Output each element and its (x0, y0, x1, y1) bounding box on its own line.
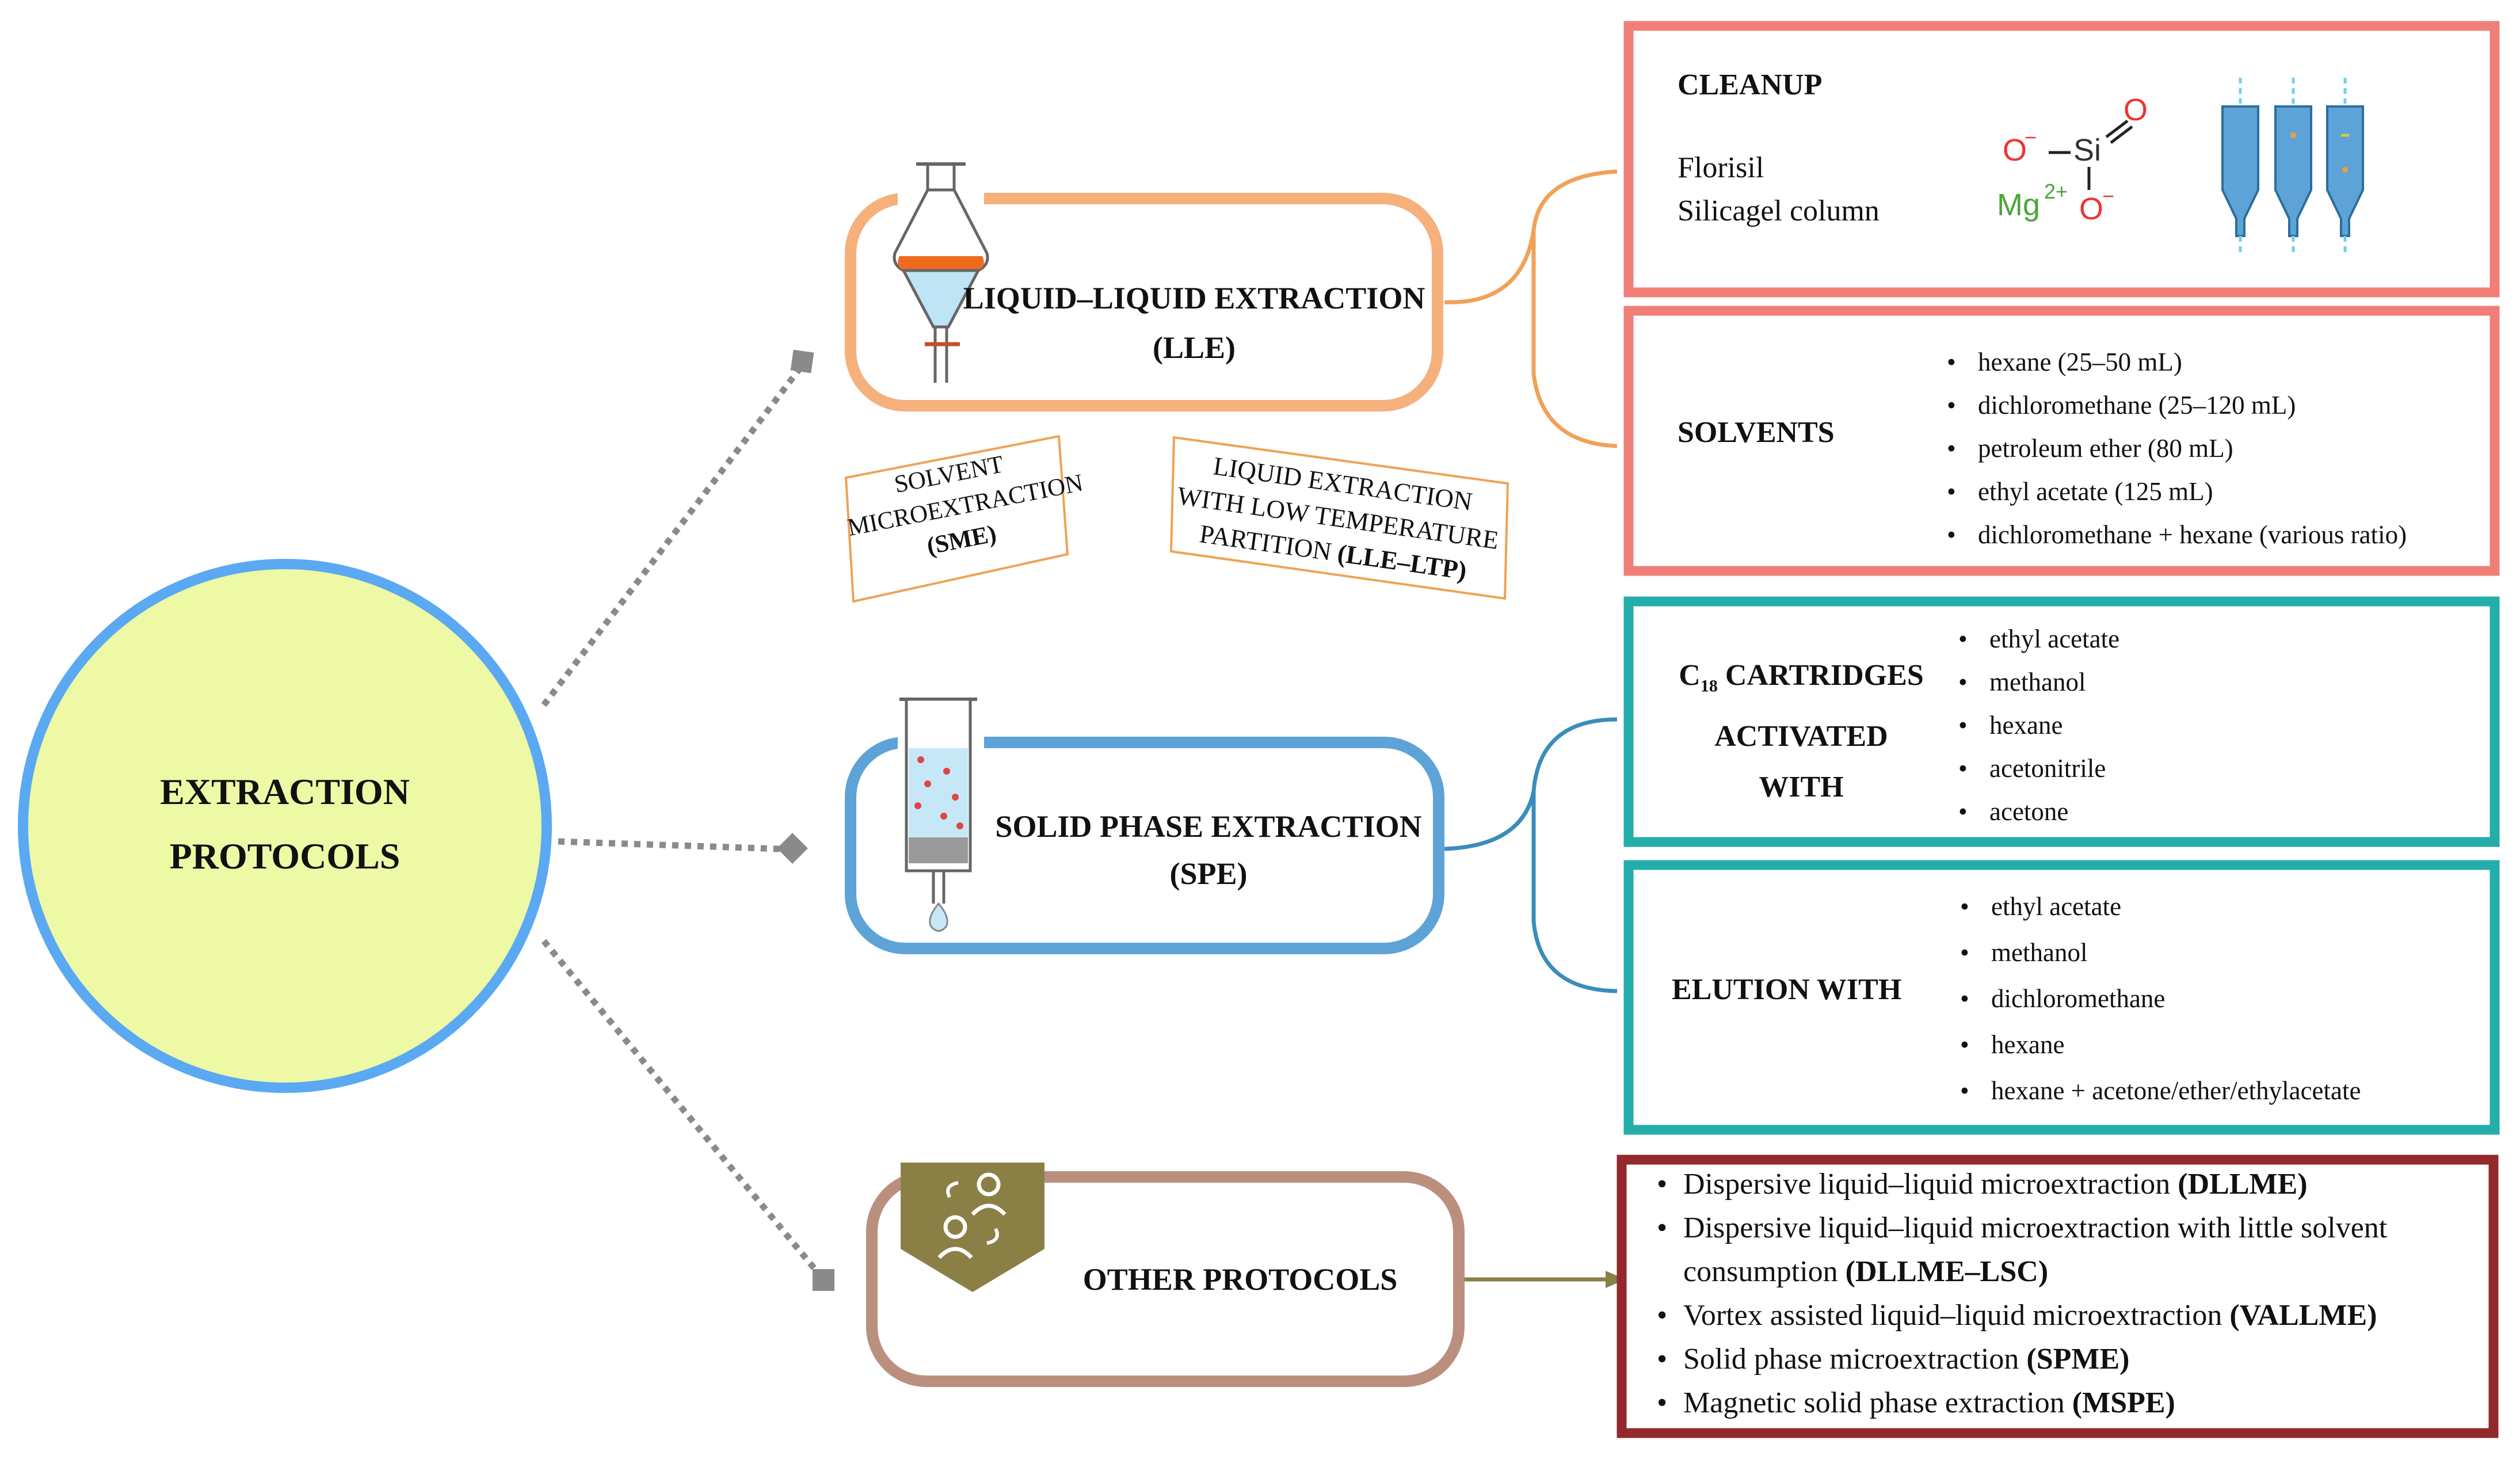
sme-frame (844, 435, 1069, 603)
lle-title: LIQUID–LIQUID EXTRACTION (LLE) (961, 273, 1427, 372)
c18-item: acetonitrile (1954, 747, 2119, 790)
silicon: Si (2073, 133, 2102, 167)
other-item-abbr: (MSPE) (2072, 1386, 2175, 1419)
solvent-item: ethyl acetate (125 mL) (1942, 470, 2407, 513)
lle-title-line1: LIQUID–LIQUID EXTRACTION (963, 281, 1425, 315)
other-item-text: Vortex assisted liquid–liquid microextra… (1683, 1299, 2230, 1332)
other-title: OTHER PROTOCOLS (1053, 1255, 1427, 1304)
elution-item: dichloromethane (1955, 976, 2361, 1022)
center-circle (18, 559, 552, 1093)
center-title-line1: EXTRACTION (160, 771, 410, 812)
c18-item: hexane (1954, 704, 2119, 747)
solvent-item: dichloromethane (25–120 mL) (1942, 384, 2407, 427)
c18-title-line2: ACTIVATED (1714, 720, 1888, 753)
elution-item: hexane (1955, 1022, 2361, 1068)
cleanup-item-florisil: Florisil (1678, 151, 1764, 184)
elution-title: ELUTION WITH (1672, 973, 1902, 1006)
spe-title-line1: SOLID PHASE EXTRACTION (995, 809, 1422, 844)
other-protocol-item: Dispersive liquid–liquid microextraction… (1654, 1206, 2477, 1294)
cleanup-item-silicagel: Silicagel column (1678, 195, 1879, 227)
lle-title-line2: (LLE) (1152, 330, 1236, 365)
other-item-abbr: (VALLME) (2229, 1299, 2377, 1332)
solvent-item: petroleum ether (80 mL) (1942, 427, 2407, 470)
elution-item: ethyl acetate (1955, 883, 2361, 929)
spe-title: SOLID PHASE EXTRACTION (SPE) (978, 803, 1439, 897)
lle-bracket (1444, 169, 1618, 448)
elution-item: methanol (1955, 929, 2361, 976)
solvents-title: SOLVENTS (1678, 416, 1835, 449)
other-item-abbr: (DLLME–LSC) (1845, 1255, 2049, 1288)
oxygen-double: O (2123, 93, 2148, 127)
other-item-text: Dispersive liquid–liquid microextraction (1683, 1168, 2178, 1201)
c18-prefix: C (1679, 659, 1701, 692)
other-protocol-item: Solid phase microextraction (SPME) (1654, 1338, 2477, 1381)
magnesium: Mg (1997, 188, 2041, 222)
c18-item: ethyl acetate (1954, 618, 2119, 661)
other-item-abbr: (DLLME) (2178, 1168, 2308, 1201)
c18-line1: CARTRIDGES (1717, 659, 1924, 692)
other-item-text: Solid phase microextraction (1683, 1343, 2027, 1376)
spe-bracket (1444, 717, 1618, 993)
connector-lle (541, 349, 814, 707)
solvents-list: hexane (25–50 mL) dichloromethane (25–12… (1942, 341, 2407, 557)
oxygen-left-charge: − (2025, 125, 2037, 149)
other-title-label: OTHER PROTOCOLS (1082, 1262, 1398, 1297)
other-item-text: Dispersive liquid–liquid microextraction… (1683, 1211, 2388, 1288)
other-protocol-item: Dispersive liquid–liquid microextraction… (1654, 1163, 2477, 1206)
connector-spe (558, 833, 808, 864)
oxygen-left: O (2003, 133, 2027, 167)
florisil-formula: O O − Si Mg 2+ O − (1997, 86, 2170, 236)
c18-title-line3: WITH (1759, 771, 1844, 804)
c18-list: ethyl acetate methanol hexane acetonitri… (1954, 618, 2119, 833)
florisil-structure (2049, 120, 2133, 190)
c18-subscript: 18 (1700, 676, 1718, 696)
separatory-funnel-icon (893, 162, 989, 383)
magnesium-charge: 2+ (2044, 180, 2068, 203)
c18-title: C18 CARTRIDGES ACTIVATED WITH (1663, 650, 1939, 813)
other-item-text: Magnetic solid phase extraction (1683, 1386, 2072, 1419)
other-protocol-item: Magnetic solid phase extraction (MSPE) (1654, 1381, 2477, 1425)
spe-box (845, 737, 1444, 954)
solvent-item: hexane (25–50 mL) (1942, 341, 2407, 384)
center-title: EXTRACTION PROTOCOLS (35, 760, 535, 889)
elution-list: ethyl acetate methanol dichloromethane h… (1955, 883, 2361, 1114)
lle-ltp-frame (1169, 436, 1509, 600)
other-item-abbr: (SPME) (2026, 1343, 2130, 1376)
lle-box (845, 193, 1443, 412)
other-protocols-list: Dispersive liquid–liquid microextraction… (1654, 1163, 2477, 1425)
oxygen-bottom-charge: − (2102, 184, 2115, 208)
c18-title-line1: C18 CARTRIDGES (1663, 650, 1939, 711)
solvent-item: dichloromethane + hexane (various ratio) (1942, 513, 2407, 557)
spe-title-line2: (SPE) (1169, 856, 1248, 891)
center-title-line2: PROTOCOLS (169, 836, 401, 877)
people-exchange-icon (901, 1163, 1044, 1292)
chromatography-columns-icon (2221, 78, 2364, 253)
elution-item: hexane + acetone/ether/ethylacetate (1955, 1068, 2361, 1114)
oxygen-bottom: O (2079, 192, 2104, 226)
c18-item: acetone (1954, 790, 2119, 833)
spe-cartridge-icon (899, 698, 977, 932)
connector-other (541, 939, 834, 1291)
c18-item: methanol (1954, 661, 2119, 704)
cleanup-title: CLEANUP (1678, 68, 1823, 101)
other-protocol-item: Vortex assisted liquid–liquid microextra… (1654, 1294, 2477, 1338)
